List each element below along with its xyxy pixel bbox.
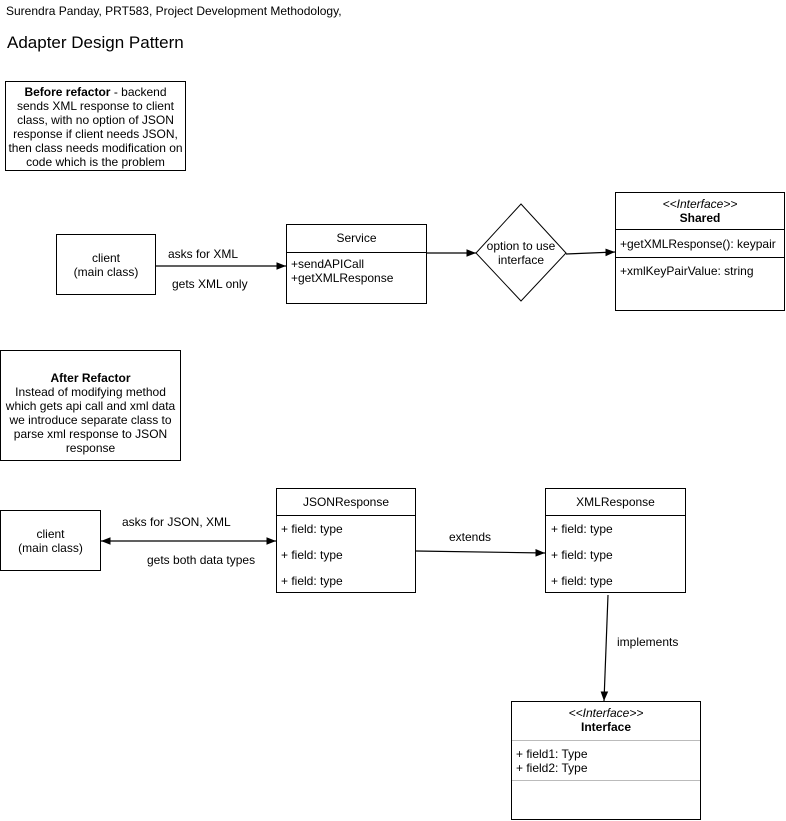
after-note-title: After Refactor: [50, 371, 131, 385]
interface-stereotype: <<Interface>>: [662, 197, 738, 211]
interface-name: Interface: [580, 720, 632, 734]
class-divider: [287, 252, 426, 253]
service-method: +sendAPICall: [291, 257, 365, 271]
xml-field: + field: type: [551, 522, 613, 536]
after-refactor-note: After Refactor Instead of modifying meth…: [0, 350, 181, 461]
after-edge-top-label: asks for JSON, XML: [122, 515, 231, 529]
interface-class[interactable]: <<Interface>> Interface + field1: Type +…: [511, 701, 701, 820]
xml-response-class[interactable]: XMLResponse + field: type + field: type …: [545, 488, 686, 593]
author-line: Surendra Panday, PRT583, Project Develop…: [6, 4, 342, 18]
json-field: + field: type: [281, 548, 343, 562]
interface-attribute: +xmlKeyPairValue: string: [620, 264, 754, 278]
decision-label: option to use interface: [476, 230, 566, 276]
decision-label-line: option to use: [486, 239, 556, 253]
class-divider: [616, 257, 784, 258]
shared-interface-class[interactable]: <<Interface>> Shared +getXMLResponse(): …: [615, 192, 785, 311]
before-client-box[interactable]: client (main class): [56, 234, 156, 295]
client-sublabel: (main class): [18, 540, 83, 555]
before-edge-bottom-label: gets XML only: [172, 277, 248, 291]
after-client-box[interactable]: client (main class): [0, 510, 101, 571]
json-response-class[interactable]: JSONResponse + field: type + field: type…: [276, 488, 416, 593]
client-sublabel: (main class): [73, 264, 139, 279]
after-note-text: Instead of modifying method which gets a…: [5, 385, 176, 455]
service-class[interactable]: Service +sendAPICall +getXMLResponse: [286, 224, 427, 304]
xml-field: + field: type: [551, 574, 613, 588]
implements-label: implements: [617, 635, 679, 649]
interface-method: +getXMLResponse(): keypair: [620, 237, 776, 251]
json-class-name: JSONResponse: [302, 495, 390, 509]
client-label: client: [36, 526, 65, 541]
extends-label: extends: [449, 530, 492, 544]
class-divider: [546, 515, 685, 516]
class-divider: [512, 740, 700, 741]
interface-field: + field1: Type: [516, 747, 588, 761]
client-label: client: [91, 250, 120, 265]
after-edge-bottom-label: gets both data types: [147, 553, 256, 567]
decision-to-interface-edge: [565, 248, 616, 257]
json-field: + field: type: [281, 574, 343, 588]
interface-stereotype: <<Interface>>: [568, 706, 644, 720]
xml-class-name: XMLResponse: [576, 495, 655, 509]
class-divider: [277, 515, 415, 516]
page-title: Adapter Design Pattern: [7, 33, 184, 52]
decision-label-line: interface: [497, 253, 545, 267]
class-divider: [512, 780, 700, 781]
extends-edge: [415, 549, 546, 557]
interface-name: Shared: [679, 211, 721, 225]
service-method: +getXMLResponse: [291, 271, 394, 285]
xml-field: + field: type: [551, 548, 613, 562]
decision-diamond: [475, 203, 567, 302]
service-class-name: Service: [336, 231, 377, 245]
before-refactor-note: Before refactor - backend sends XML resp…: [5, 81, 186, 171]
before-note-bold: Before refactor: [24, 85, 111, 99]
before-note-text: - backend sends XML response to client c…: [8, 85, 183, 169]
json-field: + field: type: [281, 522, 343, 536]
implements-edge: [600, 594, 609, 702]
class-divider: [616, 229, 784, 230]
interface-field: + field2: Type: [516, 761, 588, 775]
before-edge-top-label: asks for XML: [168, 247, 239, 261]
